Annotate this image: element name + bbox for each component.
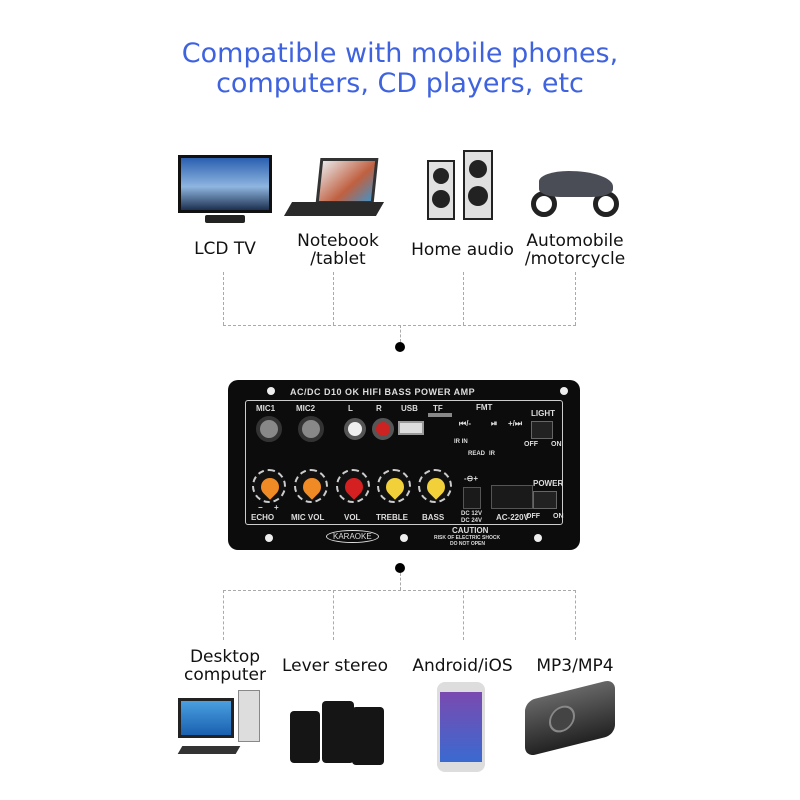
tf-slot[interactable] [428,413,452,417]
connector [223,325,576,326]
label-automobile: Automobile/motorcycle [515,232,635,268]
next-button-label: +/⏭ [508,419,523,428]
label-home-audio: Home audio [411,240,514,260]
motorcycle-icon [525,165,623,217]
caution-sub1: RISK OF ELECTRIC SHOCK [434,535,501,541]
dc-jack[interactable] [463,487,481,509]
label-notebook: Notebook/tablet [283,232,393,268]
vol-label: VOL [344,513,361,522]
usb-port[interactable] [398,421,424,435]
heading-line-2: computers, CD players, etc [216,68,584,99]
power-switch[interactable] [533,491,557,509]
mic-vol-knob[interactable] [294,469,328,503]
screw [265,534,273,542]
label-mp3: MP3/MP4 [536,656,614,676]
connector [333,590,334,640]
label-lever-stereo: Lever stereo [281,656,388,676]
label-android-ios: Android/iOS [412,656,513,676]
connector [463,272,464,325]
caution-sub2: DO NOT OPEN [450,541,486,547]
knob-cap [257,474,283,500]
treble-label: TREBLE [376,513,408,522]
power-off-label: OFF [526,513,540,520]
screw [400,534,408,542]
vol-knob[interactable] [336,469,370,503]
label-desktop-2: computer [184,665,266,685]
knob-cap [341,474,367,500]
power-label: POWER [533,479,564,488]
phone-icon [437,682,485,772]
knob-cap [382,474,408,500]
treble-knob[interactable] [377,469,411,503]
play-button-label: ⏯ [491,419,498,428]
echo-knob[interactable] [252,469,286,503]
karaoke-badge: KARAOKE [326,530,379,543]
connector [223,590,224,640]
label-notebook-1: Notebook [297,231,379,251]
bass-label: BASS [422,513,445,522]
label-lcd-tv: LCD TV [194,239,256,259]
label-notebook-2: /tablet [310,249,366,269]
r-label: R [376,404,382,413]
label-desktop-1: Desktop [189,647,261,667]
light-off-label: OFF [524,441,538,448]
mic-vol-label: MIC VOL [291,513,325,522]
l-rca-jack[interactable] [344,418,366,440]
connector [223,272,224,325]
connector [223,590,576,591]
light-switch[interactable] [531,421,553,439]
tv-icon [178,155,272,225]
connector [463,590,464,640]
connector [400,573,401,590]
connector [400,325,401,342]
bass-knob[interactable] [418,469,452,503]
screw [560,387,568,395]
knob-cap [423,474,449,500]
amplifier-panel: AC/DC D10 OK HIFI BASS POWER AMP MIC1 MI… [228,380,580,550]
ir-in-label: IR IN [454,439,468,445]
label-automobile-2: /motorcycle [524,249,626,269]
fmt-label: FMT [476,403,493,412]
knob-cap [299,474,325,500]
connector [333,272,334,325]
mp3-player-icon [525,678,615,758]
l-label: L [348,404,353,413]
mic1-label: MIC1 [256,404,276,413]
dc-label: DC 12V DC 24V [461,511,483,524]
mic2-label: MIC2 [296,404,316,413]
panel-header: AC/DC D10 OK HIFI BASS POWER AMP [290,387,476,397]
usb-label: USB [401,404,418,413]
read-label: READ [468,451,486,457]
trolley-speaker-icon [290,683,386,767]
mic1-jack[interactable] [256,416,282,442]
minus-label: − [258,503,263,512]
connector [575,590,576,640]
light-on-label: ON [551,441,562,448]
junction-dot [395,342,405,352]
tf-label: TF [433,404,443,413]
junction-dot [395,563,405,573]
dc-symbol: -⊖+ [464,474,479,483]
speaker-icon [425,150,495,222]
screw [267,387,275,395]
heading-line-1: Compatible with mobile phones, [181,38,619,69]
light-label: LIGHT [531,409,555,418]
caution-label: CAUTION [452,526,489,535]
desktop-icon [177,690,266,758]
ac-label: AC-220V [496,513,529,522]
label-automobile-1: Automobile [526,231,624,251]
ir-label: IR [489,451,495,457]
plus-label: + [274,503,279,512]
ac-socket[interactable] [491,485,533,509]
screw [534,534,542,542]
echo-label: ECHO [251,513,275,522]
laptop-icon [283,158,388,222]
mic2-jack[interactable] [298,416,324,442]
power-on-label: ON [553,513,564,520]
connector [575,272,576,325]
prev-button-label: ⏮/- [459,419,472,428]
r-rca-jack[interactable] [372,418,394,440]
